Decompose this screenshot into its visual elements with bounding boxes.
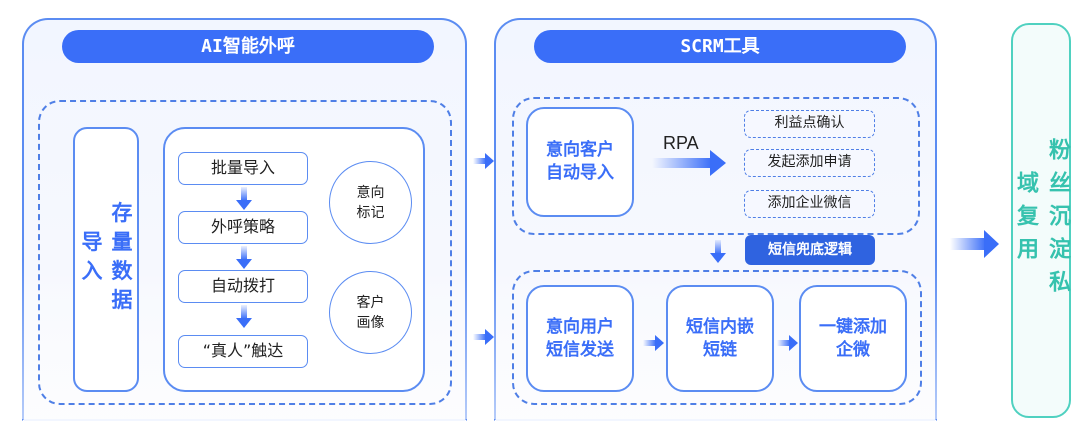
down-arrow-icon [236, 246, 252, 269]
stock-data-import-box: 存量数据导入 [73, 127, 139, 392]
step-human-touch: “真人”触达 [178, 335, 308, 368]
down-arrow-icon [710, 240, 726, 263]
intent-tag-label: 意向 标记 [356, 184, 385, 221]
sms-send-box: 意向用户 短信发送 [526, 285, 634, 392]
sms-send-label: 意向用户 短信发送 [546, 316, 614, 360]
sms-fallback-badge: 短信兜底逻辑 [745, 235, 875, 265]
step-auto-dial: 自动拨打 [178, 270, 308, 303]
right-arrow-icon [643, 335, 664, 351]
stock-data-import-label: 存量数据导入 [79, 201, 133, 318]
one-click-add-wecom-label: 一键添加 企微 [819, 316, 887, 360]
customer-profile-label: 客户 画像 [356, 294, 385, 331]
step-batch-import: 批量导入 [178, 152, 308, 185]
option-benefit-confirm: 利益点确认 [744, 110, 875, 138]
rpa-arrow-icon [652, 150, 726, 176]
final-right-arrow-icon [950, 230, 999, 258]
right-arrow-icon [777, 335, 798, 351]
customer-profile-circle: 客户 画像 [329, 271, 412, 354]
rpa-label: RPA [663, 133, 699, 153]
option-send-add-request: 发起添加申请 [744, 149, 875, 177]
private-domain-reuse-label: 粉丝沉淀私域复用 [1013, 138, 1070, 303]
rpa-dashed-group [512, 97, 920, 235]
one-click-add-wecom-box: 一键添加 企微 [799, 285, 907, 392]
step-call-strategy: 外呼策略 [178, 211, 308, 244]
auto-import-box: 意向客户 自动导入 [526, 107, 634, 217]
right-arrow-icon [473, 153, 494, 169]
ai-dashed-group [38, 100, 452, 405]
intent-tag-circle: 意向 标记 [329, 161, 412, 244]
down-arrow-icon [236, 187, 252, 210]
scrm-tool-title: SCRM工具 [534, 30, 906, 63]
sms-shortlink-label: 短信内嵌 短链 [686, 316, 754, 360]
option-add-wecom: 添加企业微信 [744, 190, 875, 218]
sms-dashed-group [512, 270, 922, 405]
auto-import-label: 意向客户 自动导入 [546, 140, 614, 183]
down-arrow-icon [236, 305, 252, 328]
private-domain-reuse-box: 粉丝沉淀私域复用 [1011, 23, 1071, 418]
right-arrow-icon [473, 329, 494, 345]
ai-outbound-title: AI智能外呼 [62, 30, 434, 63]
sms-shortlink-box: 短信内嵌 短链 [666, 285, 774, 392]
